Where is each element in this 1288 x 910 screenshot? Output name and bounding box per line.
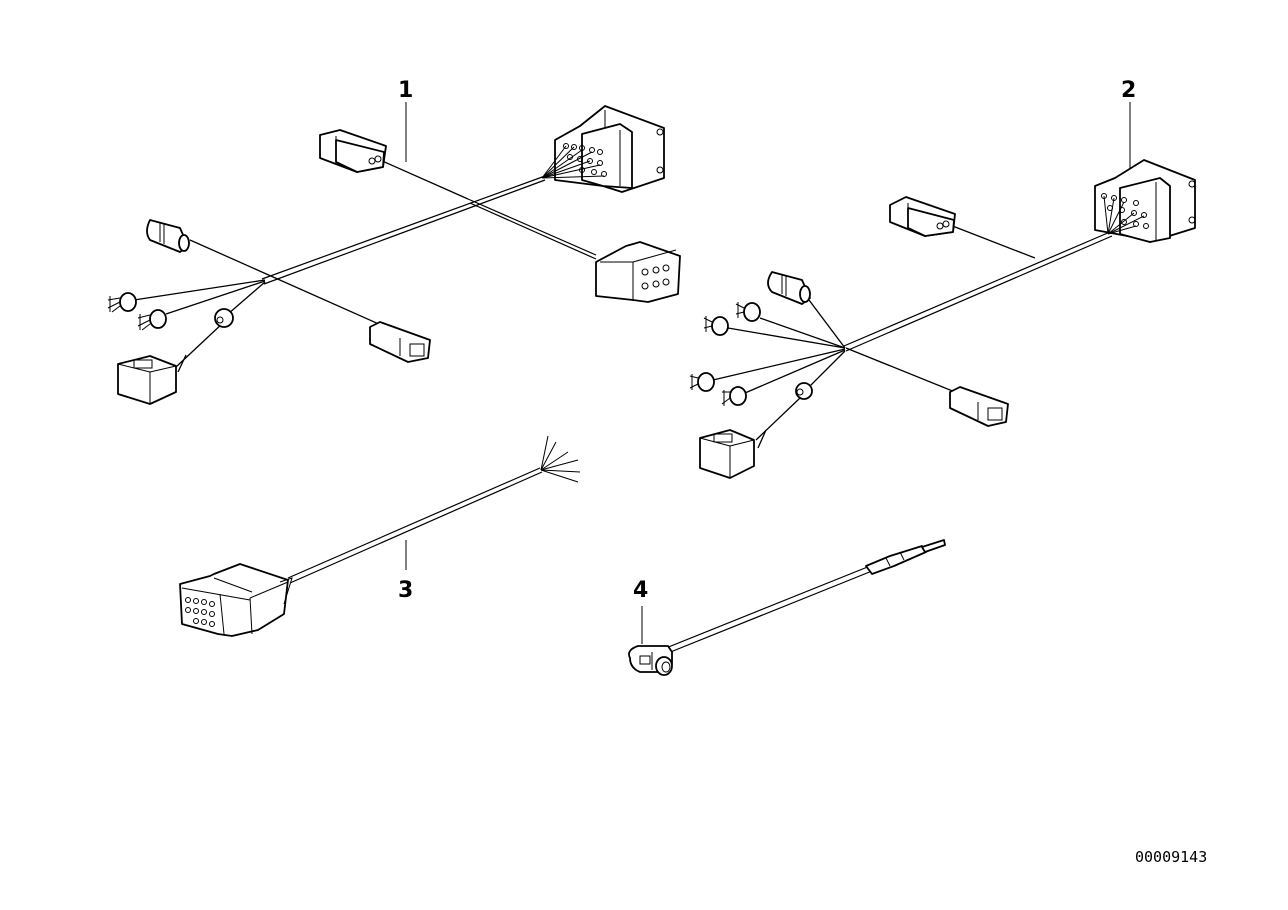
bulb-plug — [138, 310, 166, 330]
branch-wire — [166, 281, 265, 314]
bulb-socket — [147, 220, 189, 252]
multi-pin-connector — [1095, 160, 1195, 242]
part-label-1: 1 — [398, 78, 413, 103]
branch-wire — [756, 398, 800, 440]
branch-wire — [728, 328, 845, 348]
bulb-plug — [690, 373, 714, 391]
part-1-harness: 1 — [108, 78, 680, 404]
branch-wire — [808, 351, 845, 388]
bulb-plug — [704, 316, 728, 335]
branch-wire — [134, 280, 265, 300]
branch-wire-double — [468, 199, 596, 255]
bulb-plug — [108, 293, 136, 312]
part-label-2: 2 — [1121, 78, 1136, 103]
part-3-adapter-lead: 3 — [180, 436, 580, 636]
part-label-4: 4 — [633, 578, 648, 603]
branch-wire — [713, 349, 845, 380]
multi-pin-connector — [542, 106, 664, 192]
branch-wire — [806, 296, 845, 348]
bulb-socket — [768, 272, 810, 304]
branch-wire — [760, 318, 845, 348]
diagram-reference-number: 00009143 — [1135, 848, 1208, 866]
ferrite-sleeve — [215, 309, 233, 327]
part-2-harness: 2 — [690, 78, 1195, 478]
branch-wire — [745, 350, 845, 393]
two-pin-connector — [370, 322, 430, 362]
branch-wire — [190, 240, 390, 329]
part-4-antenna-lead: 4 — [629, 540, 945, 675]
two-pin-connector — [320, 130, 386, 172]
branch-wire — [950, 225, 1035, 258]
cable — [288, 468, 542, 583]
branch-wire — [846, 348, 955, 392]
main-trunk-2 — [844, 232, 1112, 351]
eight-pin-connector — [596, 242, 680, 302]
part-label-3: 3 — [398, 578, 413, 603]
bulb-plug — [722, 387, 746, 406]
two-pin-connector — [950, 387, 1008, 426]
angled-plug — [629, 646, 672, 675]
multi-pin-connector — [180, 564, 292, 636]
bulb-plug — [736, 302, 760, 321]
ferrite-sleeve — [796, 383, 812, 399]
pin-array — [186, 598, 215, 627]
cable — [666, 566, 872, 653]
open-wire-ends — [541, 436, 580, 482]
two-pin-connector — [890, 197, 955, 236]
relay-socket — [118, 356, 176, 404]
main-trunk-1 — [262, 176, 545, 284]
branch-wire — [228, 282, 265, 314]
antenna-plug — [866, 540, 945, 574]
relay-socket — [700, 430, 754, 478]
branch-wire — [380, 160, 468, 199]
